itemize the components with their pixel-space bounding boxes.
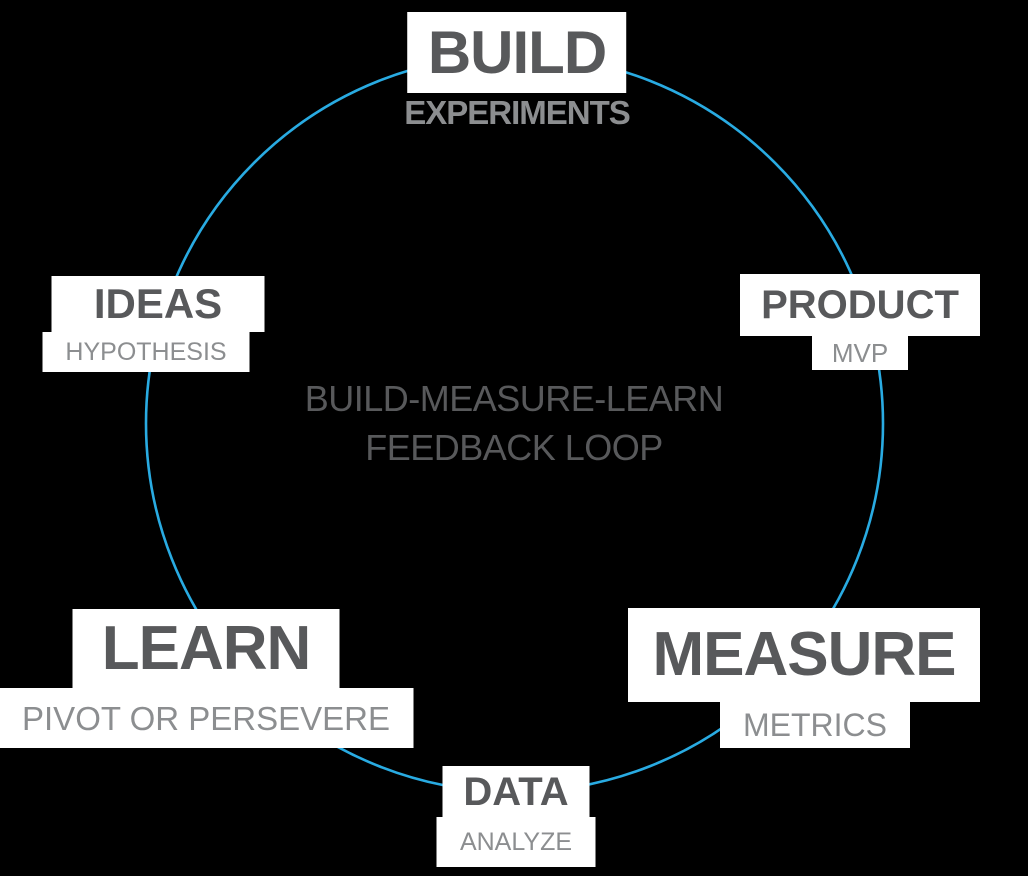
- node-ideas-title-box: IDEAS: [51, 276, 265, 332]
- node-measure-subtitle: METRICS: [743, 707, 887, 743]
- node-learn-subtitle: PIVOT OR PERSEVERE: [22, 699, 390, 737]
- center-caption-line2: FEEDBACK LOOP: [365, 427, 663, 468]
- node-learn: LEARN PIVOT OR PERSEVERE: [0, 609, 414, 748]
- node-data-title-box: DATA: [442, 766, 590, 817]
- node-ideas: IDEAS HYPOTHESIS: [42, 276, 265, 372]
- node-ideas-subtitle-box: HYPOTHESIS: [42, 332, 250, 372]
- node-product-title-box: PRODUCT: [740, 274, 980, 336]
- node-learn-title: LEARN: [101, 613, 312, 683]
- node-product-subtitle: MVP: [831, 338, 889, 368]
- node-product-subtitle-box: MVP: [812, 336, 908, 370]
- node-data: DATA ANALYZE: [436, 766, 596, 867]
- node-measure: MEASURE METRICS: [628, 608, 980, 748]
- node-product-title: PRODUCT: [761, 283, 959, 327]
- node-data-subtitle: ANALYZE: [459, 827, 573, 856]
- node-build-title: BUILD: [427, 18, 607, 86]
- node-measure-title-box: MEASURE: [628, 608, 980, 702]
- node-learn-subtitle-box: PIVOT OR PERSEVERE: [0, 688, 414, 748]
- node-product: PRODUCT MVP: [740, 274, 980, 370]
- node-ideas-title: IDEAS: [93, 280, 223, 327]
- node-build-title-box: BUILD: [407, 12, 627, 93]
- node-measure-subtitle-box: METRICS: [720, 702, 910, 748]
- node-build: BUILD EXPERIMENTS: [404, 12, 631, 131]
- node-learn-title-box: LEARN: [72, 609, 340, 688]
- node-data-title: DATA: [463, 769, 569, 814]
- node-build-subtitle: EXPERIMENTS: [404, 94, 631, 131]
- node-data-subtitle-box: ANALYZE: [436, 817, 596, 867]
- center-caption: BUILD-MEASURE-LEARN FEEDBACK LOOP: [305, 374, 724, 472]
- node-measure-title: MEASURE: [652, 620, 956, 689]
- center-caption-line1: BUILD-MEASURE-LEARN: [304, 378, 724, 419]
- node-ideas-subtitle: HYPOTHESIS: [65, 337, 227, 366]
